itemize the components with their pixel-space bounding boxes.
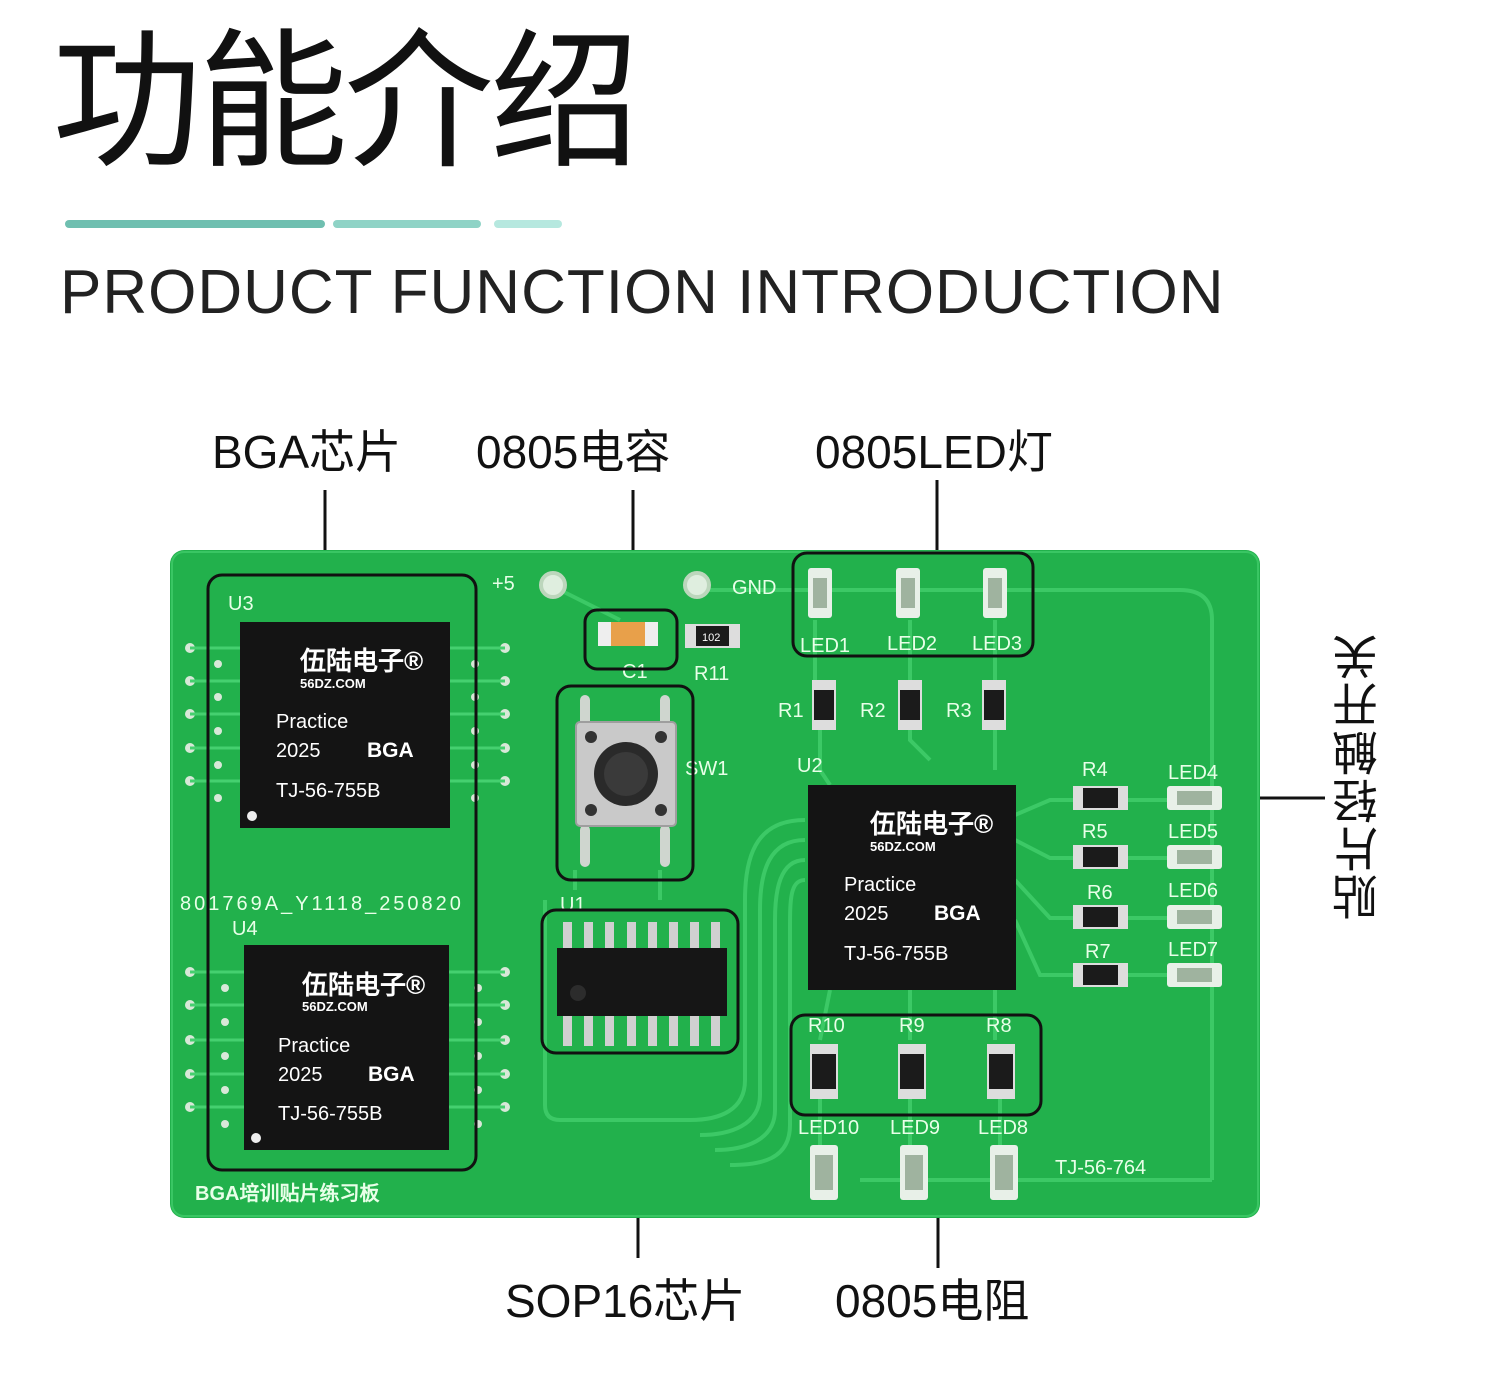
callout-capacitor: 0805电容 bbox=[476, 426, 671, 478]
label-r10: R10 bbox=[808, 1015, 845, 1037]
svg-text:BGA: BGA bbox=[934, 902, 981, 925]
resistors-r8-r10 bbox=[810, 1044, 1015, 1099]
highlight-boxes bbox=[206, 551, 1043, 1172]
svg-text:2025: 2025 bbox=[276, 740, 321, 762]
svg-text:BGA: BGA bbox=[368, 1063, 415, 1086]
label-plus5: +5 bbox=[492, 573, 515, 595]
label-u1: U1 bbox=[560, 894, 586, 916]
led-bottom-row bbox=[810, 1145, 1018, 1200]
svg-text:伍陆电子®: 伍陆电子® bbox=[302, 970, 425, 1000]
label-led4: LED4 bbox=[1168, 762, 1218, 784]
svg-text:Practice: Practice bbox=[278, 1035, 350, 1057]
label-r11: R11 bbox=[694, 663, 729, 685]
label-led1: LED1 bbox=[800, 635, 850, 657]
svg-text:56DZ.COM: 56DZ.COM bbox=[870, 839, 936, 854]
bga-chip-u4: 伍陆电子® 56DZ.COM Practice 2025 BGA TJ-56-7… bbox=[244, 945, 449, 1150]
accent-bar-1 bbox=[65, 220, 325, 228]
label-c1: C1 bbox=[622, 661, 648, 683]
label-u4: U4 bbox=[232, 918, 258, 940]
label-u2: U2 bbox=[797, 755, 823, 777]
label-gnd: GND bbox=[732, 577, 776, 599]
label-r6: R6 bbox=[1087, 882, 1113, 904]
board-title: BGA培训贴片练习板 bbox=[195, 1181, 380, 1205]
sop16-chip-u1 bbox=[557, 922, 727, 1046]
label-r4: R4 bbox=[1082, 759, 1108, 781]
resistors-r4-r7 bbox=[1073, 786, 1128, 987]
label-r9: R9 bbox=[899, 1015, 925, 1037]
callout-resistor: 0805电阻 bbox=[835, 1275, 1030, 1327]
svg-text:TJ-56-755B: TJ-56-755B bbox=[278, 1103, 383, 1125]
led-right-column bbox=[1167, 786, 1222, 987]
label-sw1: SW1 bbox=[685, 758, 728, 780]
svg-text:102: 102 bbox=[702, 632, 720, 644]
label-r3: R3 bbox=[946, 700, 972, 722]
svg-text:2025: 2025 bbox=[844, 903, 889, 925]
board-serial: 801769A_Y1118_250820 bbox=[180, 893, 464, 915]
resistors-r1-r3 bbox=[812, 680, 1006, 730]
callout-bga-chip: BGA芯片 bbox=[212, 426, 402, 478]
label-r7: R7 bbox=[1085, 941, 1111, 963]
label-r8: R8 bbox=[986, 1015, 1012, 1037]
label-led10: LED10 bbox=[798, 1117, 859, 1139]
svg-text:BGA: BGA bbox=[367, 739, 414, 762]
label-led3: LED3 bbox=[972, 633, 1022, 655]
svg-text:Practice: Practice bbox=[276, 711, 348, 733]
accent-bar-3 bbox=[494, 220, 562, 228]
label-u3: U3 bbox=[228, 593, 254, 615]
callout-sop16: SOP16芯片 bbox=[505, 1275, 746, 1327]
svg-text:56DZ.COM: 56DZ.COM bbox=[302, 999, 368, 1014]
test-point-plus5 bbox=[539, 571, 567, 599]
page-subtitle: PRODUCT FUNCTION INTRODUCTION bbox=[60, 258, 1225, 327]
label-r2: R2 bbox=[860, 700, 886, 722]
test-point-gnd bbox=[683, 571, 711, 599]
svg-text:TJ-56-755B: TJ-56-755B bbox=[276, 780, 381, 802]
board-code: TJ-56-764 bbox=[1055, 1157, 1146, 1179]
page-title: 功能介绍 bbox=[52, 16, 640, 190]
tact-switch-sw1 bbox=[575, 695, 677, 867]
bga-chip-u3: 伍陆电子® 56DZ.COM Practice 2025 BGA TJ-56-7… bbox=[240, 622, 450, 828]
label-led8: LED8 bbox=[978, 1117, 1028, 1139]
svg-text:56DZ.COM: 56DZ.COM bbox=[300, 676, 366, 691]
svg-text:2025: 2025 bbox=[278, 1064, 323, 1086]
callout-led: 0805LED灯 bbox=[815, 426, 1053, 478]
svg-text:Practice: Practice bbox=[844, 874, 916, 896]
svg-text:伍陆电子®: 伍陆电子® bbox=[870, 809, 993, 839]
label-led7: LED7 bbox=[1168, 939, 1218, 961]
label-led5: LED5 bbox=[1168, 821, 1218, 843]
bga-chip-u2: 伍陆电子® 56DZ.COM Practice 2025 BGA TJ-56-7… bbox=[808, 785, 1016, 990]
label-led9: LED9 bbox=[890, 1117, 940, 1139]
svg-text:伍陆电子®: 伍陆电子® bbox=[300, 646, 423, 676]
svg-text:TJ-56-755B: TJ-56-755B bbox=[844, 943, 949, 965]
label-led2: LED2 bbox=[887, 633, 937, 655]
label-r5: R5 bbox=[1082, 821, 1108, 843]
led-top-row bbox=[808, 568, 1007, 618]
label-r1: R1 bbox=[778, 700, 804, 722]
label-led6: LED6 bbox=[1168, 880, 1218, 902]
accent-bar-2 bbox=[333, 220, 481, 228]
